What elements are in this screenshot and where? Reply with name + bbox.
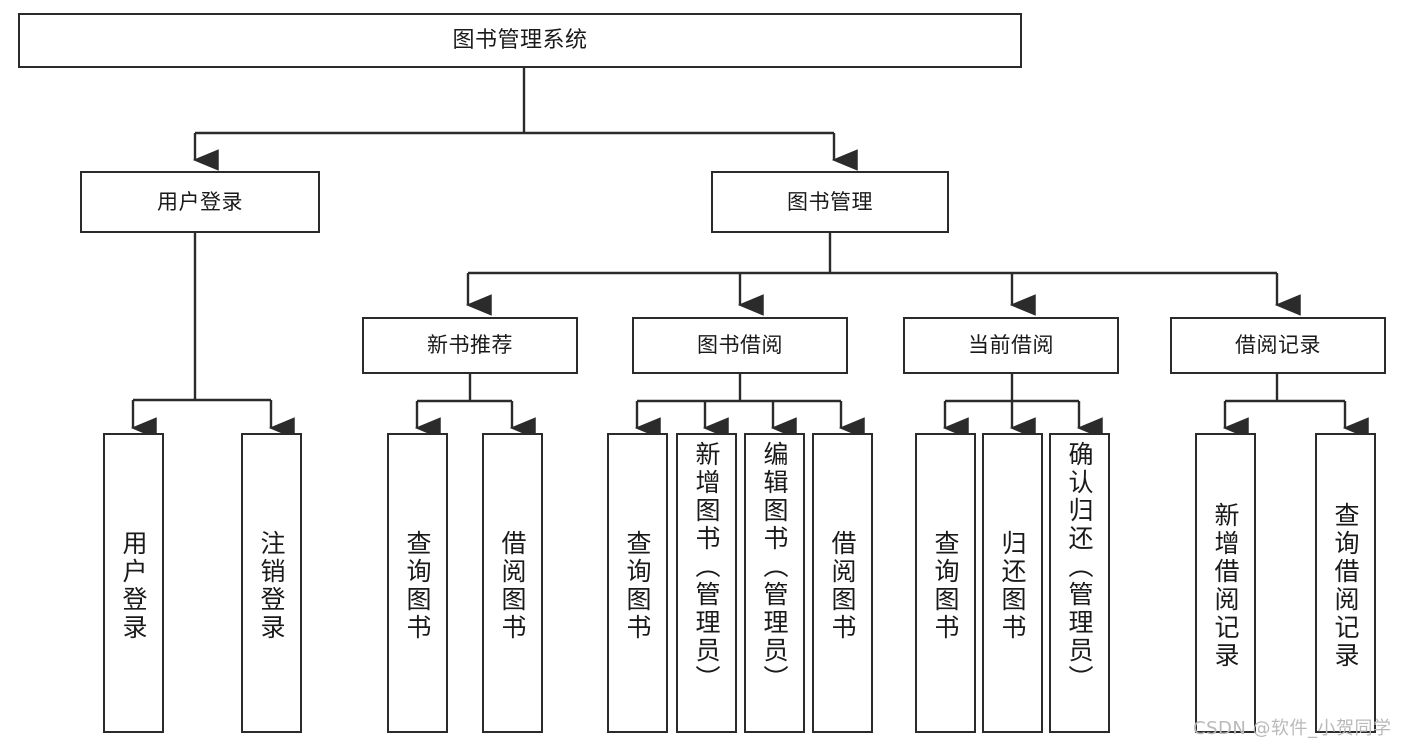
leaf-confirm-return-admin[interactable]: 确认归还（管理员） [1049, 433, 1110, 733]
node-book-management[interactable]: 图书管理 [711, 171, 949, 233]
leaf-logout[interactable]: 注销登录 [241, 433, 302, 733]
leaf-edit-book-admin[interactable]: 编辑图书（管理员） [744, 433, 805, 733]
node-label: 图书管理系统 [452, 27, 588, 53]
leaf-user-login[interactable]: 用户登录 [103, 433, 164, 733]
node-label: 编辑图书（管理员） [760, 441, 789, 693]
node-label: 图书管理 [787, 189, 873, 214]
node-label: 用户登录 [119, 530, 148, 642]
node-label: 查询图书 [623, 530, 652, 642]
node-user-login[interactable]: 用户登录 [80, 171, 320, 233]
leaf-query-book-newrec[interactable]: 查询图书 [387, 433, 448, 733]
leaf-borrow-book[interactable]: 借阅图书 [812, 433, 873, 733]
node-root-system[interactable]: 图书管理系统 [18, 13, 1022, 68]
node-label: 新书推荐 [427, 333, 513, 358]
leaf-return-book[interactable]: 归还图书 [982, 433, 1043, 733]
node-label: 借阅图书 [828, 530, 857, 642]
node-label: 注销登录 [257, 530, 286, 642]
node-borrow-record[interactable]: 借阅记录 [1170, 317, 1386, 374]
leaf-query-book-current[interactable]: 查询图书 [915, 433, 976, 733]
leaf-query-book-borrow[interactable]: 查询图书 [607, 433, 668, 733]
node-label: 新增图书（管理员） [692, 441, 721, 693]
watermark: CSDN @软件_小贺同学 [1193, 718, 1392, 739]
node-book-borrow[interactable]: 图书借阅 [632, 317, 848, 374]
node-label: 用户登录 [157, 189, 243, 214]
node-label: 借阅图书 [498, 530, 527, 642]
node-label: 图书借阅 [697, 333, 783, 358]
node-label: 查询图书 [403, 530, 432, 642]
node-label: 归还图书 [998, 530, 1027, 642]
node-new-book-recommendation[interactable]: 新书推荐 [362, 317, 578, 374]
leaf-add-book-admin[interactable]: 新增图书（管理员） [676, 433, 737, 733]
leaf-add-borrow-record[interactable]: 新增借阅记录 [1195, 433, 1256, 733]
leaf-query-borrow-record[interactable]: 查询借阅记录 [1315, 433, 1376, 733]
node-label: 借阅记录 [1235, 333, 1321, 358]
node-label: 新增借阅记录 [1211, 502, 1240, 670]
node-label: 确认归还（管理员） [1065, 441, 1094, 693]
leaf-borrow-book-newrec[interactable]: 借阅图书 [482, 433, 543, 733]
node-label: 当前借阅 [968, 333, 1054, 358]
node-current-borrow[interactable]: 当前借阅 [903, 317, 1119, 374]
node-label: 查询借阅记录 [1331, 502, 1360, 670]
node-label: 查询图书 [931, 530, 960, 642]
